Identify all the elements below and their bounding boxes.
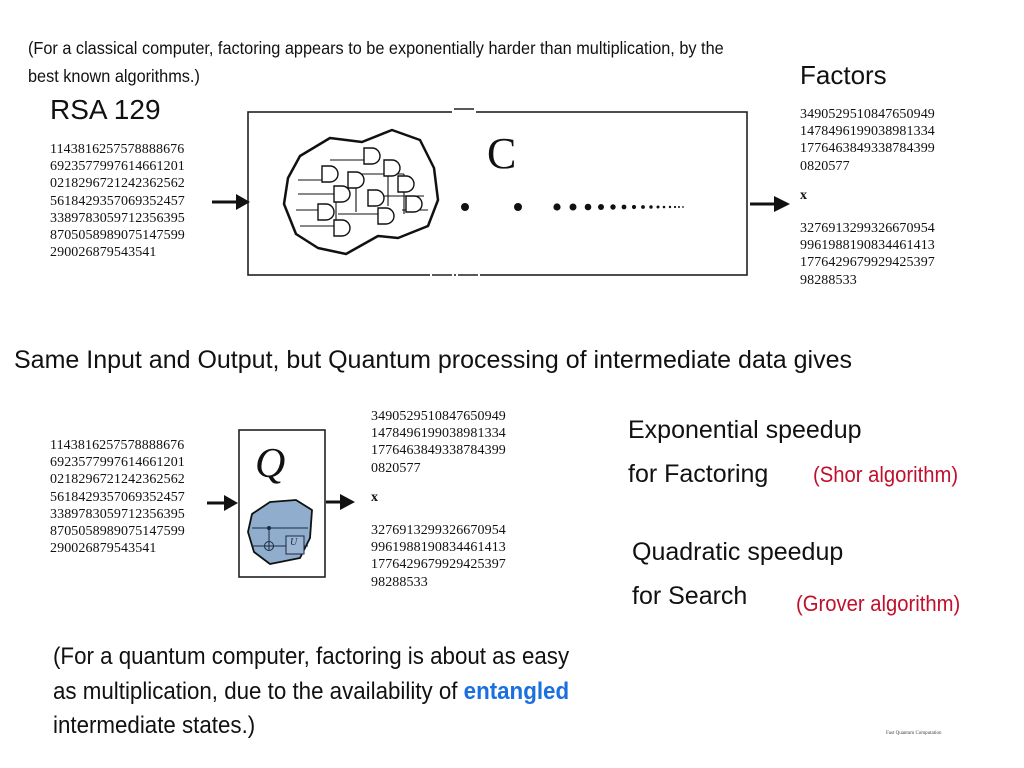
- factor1-line: 0820577: [371, 460, 421, 476]
- exponential-speedup: Exponential speedup for Factoring: [628, 408, 862, 496]
- rsa-number-line: 1143816257578888676: [50, 142, 185, 157]
- gate-label: U: [290, 537, 298, 548]
- rsa-number-line: 8705058989075147599: [50, 524, 185, 540]
- rsa-number-line: 5618429357069352457: [50, 193, 185, 209]
- exponential-line1: Exponential speedup: [628, 416, 862, 444]
- quadratic-speedup: Quadratic speedup for Search: [632, 530, 843, 618]
- rsa-number-line: 0218296721242362562: [50, 176, 185, 192]
- rsa-number-line: 290026879543541: [50, 541, 157, 557]
- circuit-blob: [282, 128, 440, 256]
- factor1-line: 1776463849338784399: [371, 443, 506, 459]
- times-sign: x: [371, 489, 379, 505]
- rsa-number-line: 3389783059712356395: [50, 210, 185, 226]
- factor1-line: 3490529510847650949: [371, 409, 506, 424]
- factor1-line: 1478496199038981334: [800, 124, 935, 140]
- quantum-input-arrow: [207, 495, 238, 511]
- factor2-line: 3276913299326670954: [800, 221, 935, 237]
- rsa-number-line: 1143816257578888676: [50, 438, 185, 453]
- output-arrow: [750, 196, 790, 212]
- rsa-number: 1143816257578888676 6923577997614661201 …: [50, 141, 185, 261]
- bottom-note-end: intermediate states.): [53, 712, 256, 739]
- rsa-number-line: 3389783059712356395: [50, 506, 185, 522]
- quantum-output-factors: 3490529510847650949 1478496199038981334 …: [371, 408, 506, 591]
- classical-box: [247, 106, 748, 282]
- headline: Same Input and Output, but Quantum proce…: [14, 346, 853, 374]
- classical-box-label: C: [487, 129, 517, 178]
- factor2-line: 3276913299326670954: [371, 523, 506, 539]
- factor2-line: 1776429679929425397: [800, 255, 935, 271]
- times-sign: x: [800, 187, 808, 203]
- factor1-line: 3490529510847650949: [800, 107, 935, 122]
- quantum-box: [238, 429, 326, 578]
- top-note: (For a classical computer, factoring app…: [28, 38, 724, 86]
- rsa-number-line: 0218296721242362562: [50, 472, 185, 488]
- ellipsis-dots: [461, 203, 684, 211]
- factor2-line: 98288533: [371, 574, 428, 590]
- bottom-note: (For a quantum computer, factoring is ab…: [53, 640, 592, 744]
- shor-algorithm-label: (Shor algorithm): [813, 462, 959, 487]
- rsa-number-line: 6923577997614661201: [50, 455, 185, 471]
- factor1-line: 1776463849338784399: [800, 141, 935, 157]
- entangled-highlight: entangled: [463, 677, 570, 705]
- factors-title: Factors: [800, 60, 887, 90]
- factor2-line: 9961988190834461413: [371, 540, 506, 556]
- quantum-box-label: Q: [255, 441, 286, 487]
- factor1-line: 0820577: [800, 158, 850, 174]
- factor2-line: 98288533: [800, 272, 857, 288]
- footer-text: Fast Quantum Computation: [886, 731, 942, 736]
- grover-algorithm-label: (Grover algorithm): [796, 591, 961, 616]
- rsa-number-line: 8705058989075147599: [50, 228, 185, 244]
- quadratic-line1: Quadratic speedup: [632, 538, 844, 566]
- factor2-line: 1776429679929425397: [371, 557, 506, 573]
- quadratic-line2: for Search: [632, 582, 748, 610]
- quantum-input-number: 1143816257578888676 6923577997614661201 …: [50, 437, 185, 557]
- rsa-number-line: 290026879543541: [50, 245, 157, 261]
- exponential-line2: for Factoring: [628, 460, 769, 488]
- quantum-blob: [247, 499, 313, 565]
- factors-values: 3490529510847650949 1478496199038981334 …: [800, 106, 935, 289]
- factor2-line: 9961988190834461413: [800, 238, 935, 254]
- quantum-output-arrow: [326, 494, 355, 510]
- input-arrow: [212, 194, 250, 210]
- bottom-note-text: (For a quantum computer, factoring is ab…: [53, 643, 570, 705]
- rsa-number-line: 5618429357069352457: [50, 489, 185, 505]
- factor1-line: 1478496199038981334: [371, 426, 506, 442]
- rsa-title: RSA 129: [50, 94, 161, 125]
- rsa-number-line: 6923577997614661201: [50, 159, 185, 175]
